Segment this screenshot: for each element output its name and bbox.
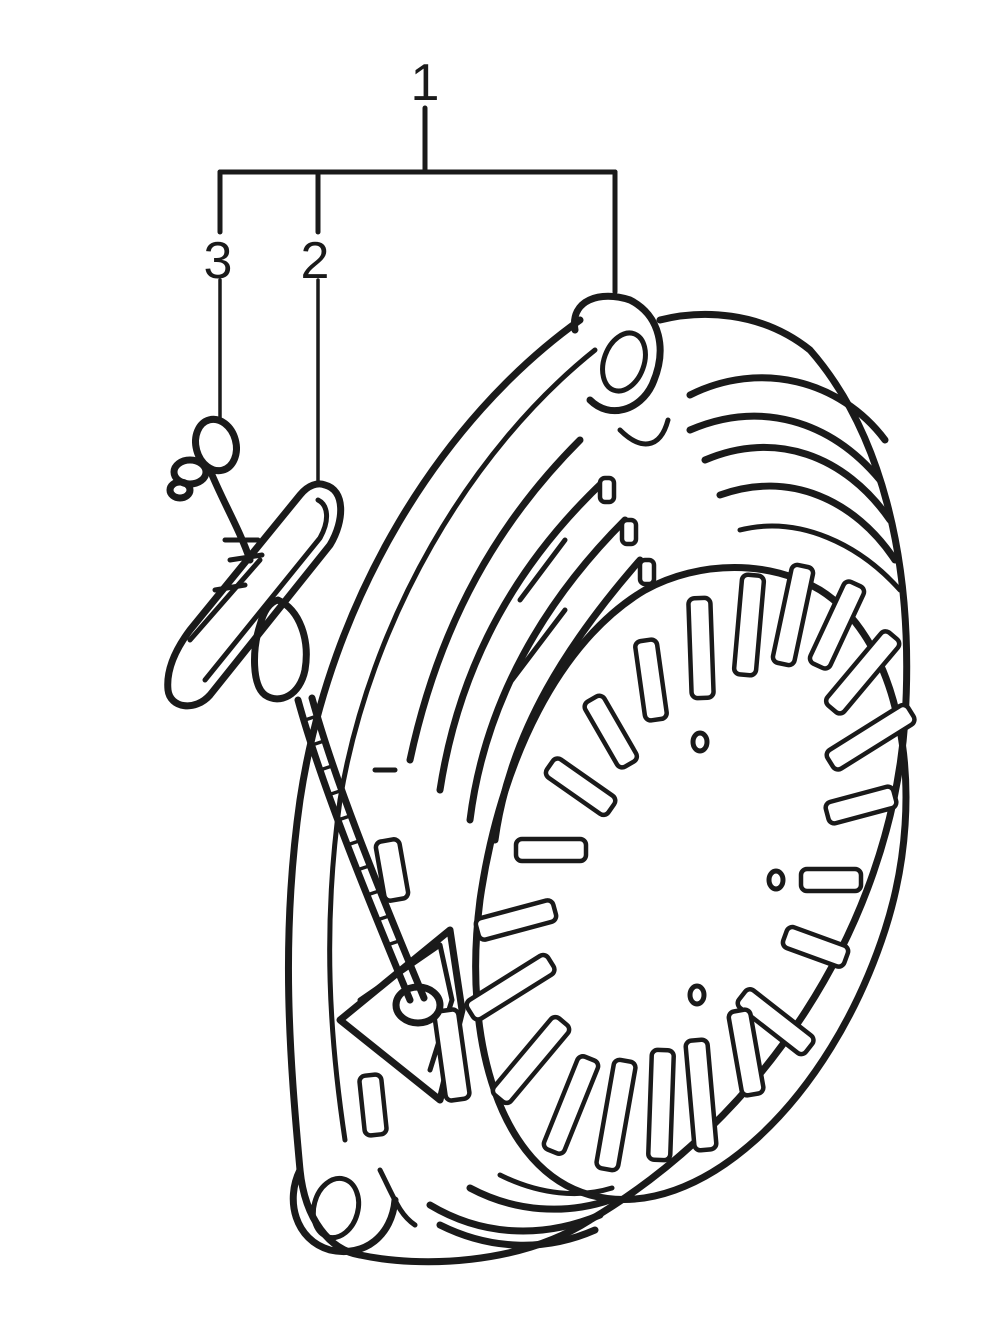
starter-rope [294, 694, 428, 1004]
pulley-face [472, 564, 910, 1203]
starter-housing [284, 292, 911, 1266]
callout-3: 3 [204, 232, 233, 290]
callout-2: 2 [301, 232, 330, 290]
rope-knot [166, 415, 265, 593]
housing-ribs [372, 436, 657, 844]
coil-ribs-top [686, 374, 903, 593]
rope-guide [336, 837, 472, 1138]
starter-grip [164, 480, 345, 710]
coil-ribs-bottom [426, 1172, 615, 1249]
pulley-slots [464, 562, 917, 1173]
callout-1: 1 [411, 54, 440, 112]
callout-leaders [217, 105, 618, 484]
